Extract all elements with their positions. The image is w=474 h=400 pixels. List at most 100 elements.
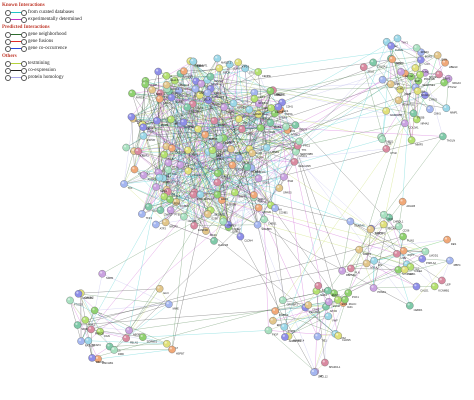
protein-node[interactable]: THY1 — [393, 34, 409, 45]
protein-node[interactable]: AURKB — [139, 171, 157, 182]
protein-node[interactable]: CYR61 — [421, 91, 438, 102]
protein-node-circle[interactable] — [84, 337, 93, 345]
protein-node-circle[interactable] — [359, 63, 368, 71]
protein-node[interactable]: C7 — [90, 306, 102, 317]
protein-node[interactable]: ADRA2A — [74, 290, 93, 300]
protein-node[interactable]: SCARA5 — [346, 217, 365, 228]
protein-node-circle[interactable] — [73, 321, 82, 329]
protein-node[interactable]: SERPINE1 — [414, 76, 436, 87]
protein-node-circle[interactable] — [369, 284, 378, 292]
protein-node[interactable]: MAD2L1 — [213, 54, 232, 65]
protein-node[interactable]: CLDN5 — [334, 331, 351, 342]
protein-node[interactable]: PNPLA2 — [418, 255, 437, 265]
protein-node[interactable]: TACC3 — [189, 190, 206, 201]
protein-node[interactable]: E2F1 — [225, 60, 240, 71]
protein-node-circle[interactable] — [346, 217, 355, 226]
protein-node[interactable]: ESAM — [324, 298, 340, 308]
protein-node[interactable]: SFRP1 — [271, 109, 288, 120]
protein-node[interactable]: CD36 — [395, 222, 410, 233]
protein-node[interactable]: NUSAP1 — [218, 196, 237, 207]
protein-node[interactable]: CCNB1 — [271, 204, 288, 215]
protein-node-circle[interactable] — [229, 99, 238, 108]
protein-node[interactable]: TYMS — [204, 96, 220, 107]
protein-node-circle[interactable] — [412, 44, 421, 52]
protein-node-circle[interactable] — [250, 94, 259, 103]
protein-node-circle[interactable] — [253, 220, 262, 229]
protein-node[interactable]: DES — [443, 235, 457, 246]
protein-node[interactable]: SPARCL1 — [321, 358, 341, 369]
protein-node[interactable]: SDPR — [98, 269, 114, 280]
protein-node[interactable]: CLDN4 — [236, 232, 253, 243]
protein-node-circle[interactable] — [138, 210, 146, 218]
protein-node[interactable]: XBP1 — [184, 146, 199, 157]
protein-node[interactable]: PLN — [347, 264, 360, 275]
protein-node[interactable]: ROBO4 — [271, 307, 289, 317]
protein-node-circle[interactable] — [264, 326, 273, 335]
protein-node-circle[interactable] — [310, 368, 318, 377]
protein-node-circle[interactable] — [250, 191, 258, 199]
protein-node[interactable]: MUC1 — [291, 147, 307, 158]
protein-node-circle[interactable] — [87, 325, 95, 334]
protein-node[interactable]: ASPM — [191, 85, 207, 95]
protein-node[interactable]: PLIN1 — [399, 232, 415, 243]
protein-node-circle[interactable] — [274, 103, 283, 111]
protein-node[interactable]: ANLN — [139, 123, 154, 134]
protein-node[interactable]: CDH5 — [304, 301, 320, 311]
protein-node-circle[interactable] — [388, 55, 397, 64]
protein-node[interactable]: KRT14 — [167, 115, 183, 126]
protein-node[interactable]: COL3A1 — [401, 119, 419, 130]
protein-node-circle[interactable] — [156, 206, 165, 214]
protein-node-circle[interactable] — [215, 64, 224, 72]
protein-node[interactable]: LEP — [438, 276, 451, 287]
protein-node-circle[interactable] — [279, 296, 287, 304]
protein-node[interactable]: KLF4 — [274, 103, 289, 113]
protein-node-circle[interactable] — [412, 282, 421, 291]
protein-node-circle[interactable] — [395, 222, 403, 231]
protein-node[interactable]: CHAF1B — [210, 237, 228, 247]
protein-node-circle[interactable] — [291, 121, 300, 129]
protein-node-circle[interactable] — [334, 296, 342, 304]
protein-node-circle[interactable] — [362, 259, 371, 268]
protein-node[interactable]: PGR — [280, 173, 293, 183]
protein-node-circle[interactable] — [90, 306, 99, 315]
protein-node-circle[interactable] — [183, 103, 192, 111]
protein-node-circle[interactable] — [128, 89, 136, 98]
protein-node-circle[interactable] — [213, 54, 222, 63]
protein-node-circle[interactable] — [77, 337, 85, 345]
protein-node-circle[interactable] — [110, 346, 118, 354]
protein-node[interactable]: SCGB2A2 — [183, 103, 204, 114]
protein-node[interactable]: KIF11 — [227, 145, 242, 155]
protein-node[interactable]: ITGB4 — [248, 149, 264, 160]
protein-node-circle[interactable] — [290, 158, 299, 166]
protein-node[interactable]: IER3 — [148, 86, 162, 96]
protein-node-circle[interactable] — [161, 218, 170, 227]
protein-node[interactable]: PLK4 — [208, 146, 223, 157]
protein-node-circle[interactable] — [324, 312, 333, 321]
protein-node[interactable]: FHL1 — [81, 316, 96, 326]
protein-node-circle[interactable] — [203, 210, 212, 218]
protein-node[interactable]: TIMP1 — [435, 70, 451, 81]
protein-node-circle[interactable] — [394, 96, 403, 105]
protein-node-circle[interactable] — [355, 245, 363, 254]
protein-node-circle[interactable] — [338, 267, 346, 275]
protein-node[interactable]: EXO1 — [228, 161, 244, 172]
protein-node[interactable]: FOSB — [409, 109, 425, 120]
protein-node-circle[interactable] — [125, 326, 133, 335]
protein-node-circle[interactable] — [155, 284, 164, 293]
protein-node[interactable]: RASL12 — [77, 337, 95, 348]
protein-node[interactable]: BIRC3 — [291, 121, 308, 131]
protein-node[interactable]: ABCA8 — [379, 220, 396, 231]
protein-node-circle[interactable] — [413, 87, 422, 95]
protein-node[interactable]: PTGDS — [66, 296, 83, 307]
protein-node[interactable]: CDKN3 — [238, 125, 255, 136]
protein-node-circle[interactable] — [66, 296, 74, 305]
protein-node-circle[interactable] — [152, 220, 160, 229]
protein-node-circle[interactable] — [281, 333, 289, 341]
protein-node-circle[interactable] — [213, 169, 222, 178]
protein-node-circle[interactable] — [397, 68, 405, 76]
protein-node[interactable]: FAM83D — [190, 221, 209, 232]
protein-node-circle[interactable] — [74, 290, 83, 298]
protein-node[interactable]: GPIHBP1 — [279, 296, 298, 307]
protein-node[interactable]: PRC1 — [295, 137, 311, 148]
protein-node[interactable]: SYNPO2 — [394, 266, 413, 276]
